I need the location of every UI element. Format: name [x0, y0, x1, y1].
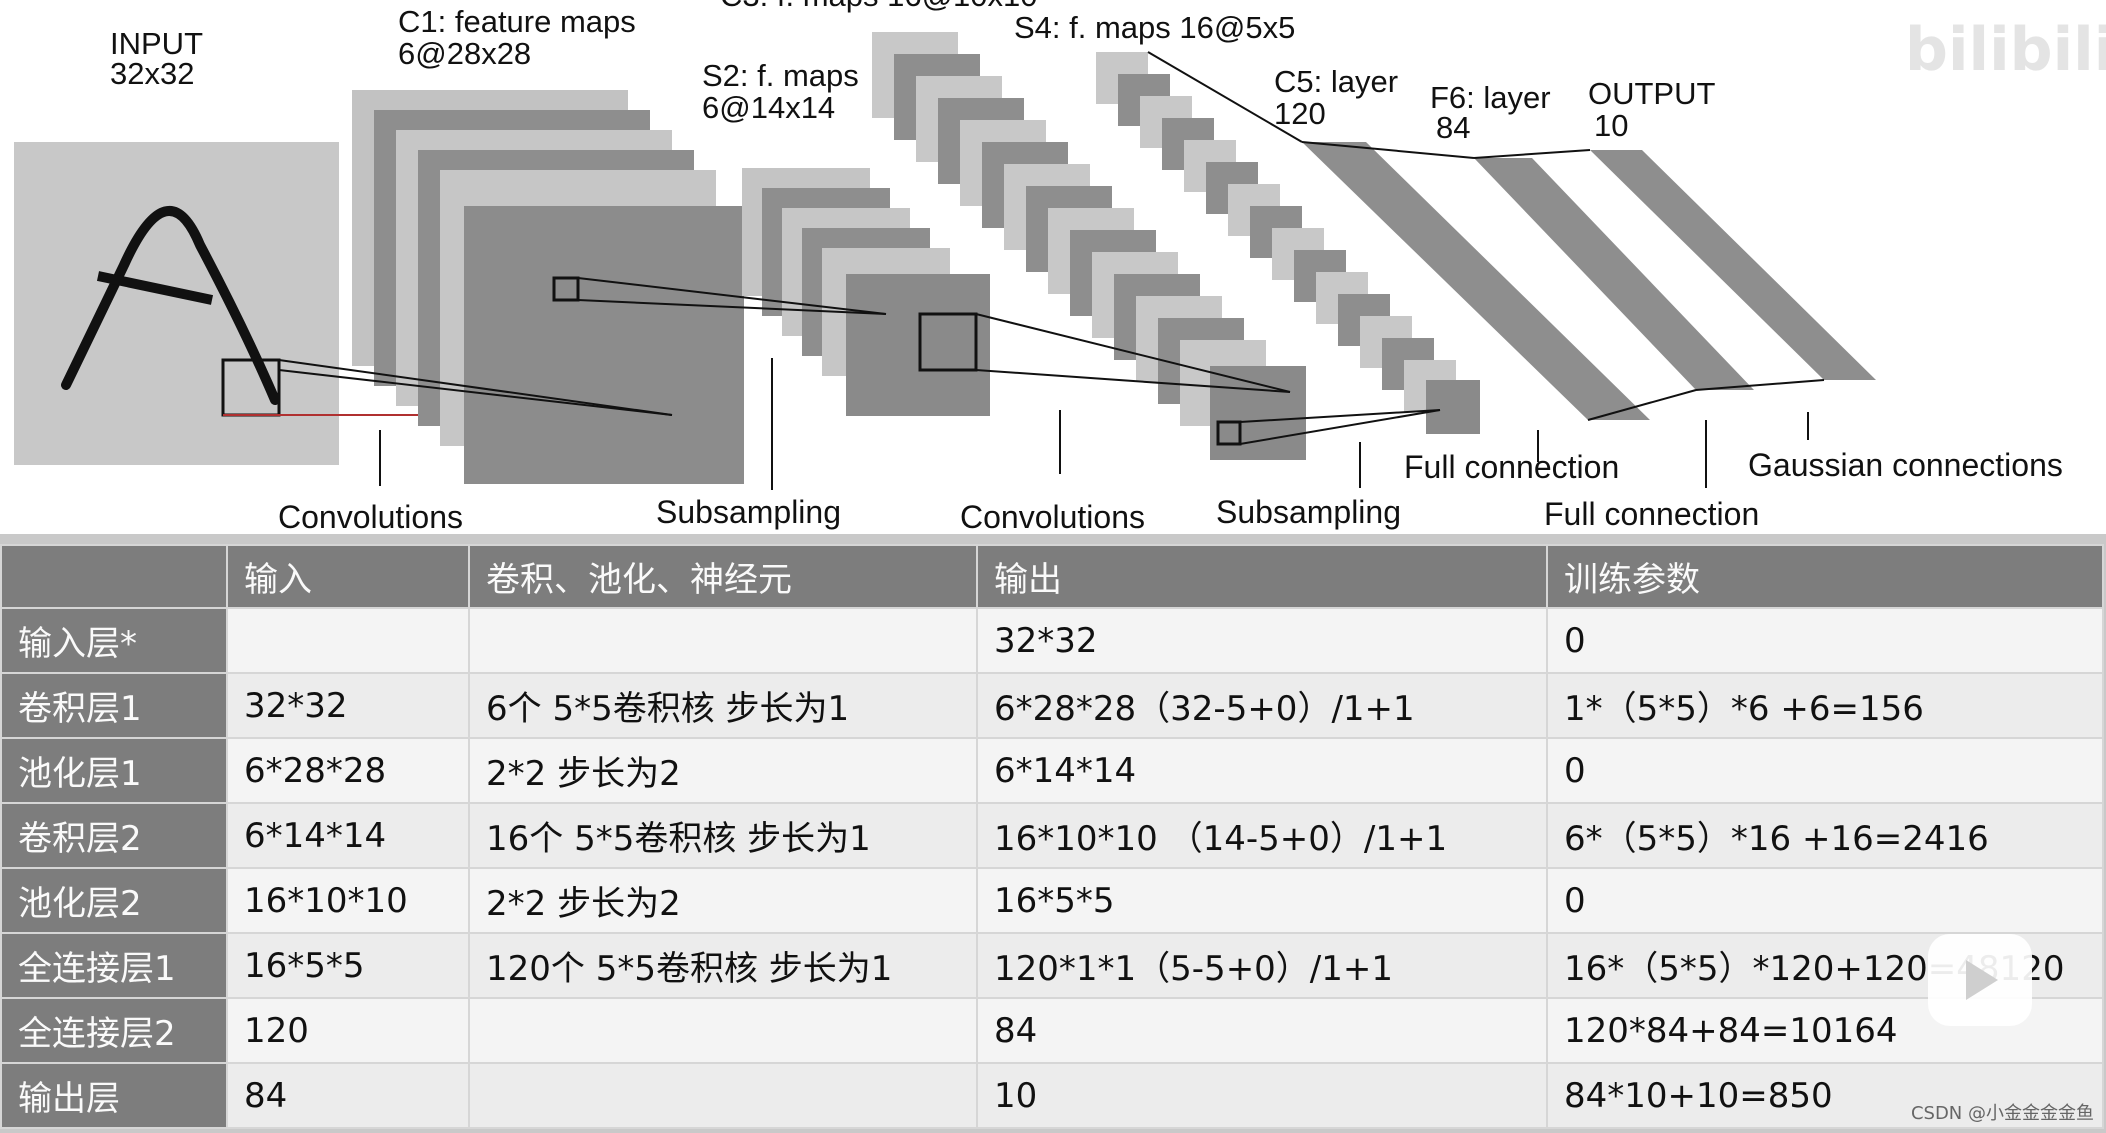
- header-input: 输入: [226, 544, 470, 609]
- c5-label-title: C5: layer: [1274, 64, 1398, 99]
- cell-input: 6*28*28: [226, 737, 470, 804]
- row-layer-name: 卷积层1: [0, 672, 228, 739]
- op-label-convolutions-2: Convolutions: [960, 499, 1145, 535]
- bilibili-watermark: bilibili: [1905, 15, 2106, 85]
- row-layer-name: 输入层*: [0, 607, 228, 674]
- cell-input: 84: [226, 1062, 470, 1129]
- cell-operation: 2*2 步长为2: [468, 737, 978, 804]
- c5-layer-bar: [1302, 142, 1650, 420]
- cell-operation: 6个 5*5卷积核 步长为1: [468, 672, 978, 739]
- c3-label: C3: f. maps 16@10x10: [720, 0, 1038, 13]
- input-label-size: 32x32: [110, 56, 194, 91]
- cell-operation: 16个 5*5卷积核 步长为1: [468, 802, 978, 869]
- row-layer-name: 全连接层1: [0, 932, 228, 999]
- cell-output: 16*5*5: [976, 867, 1548, 934]
- op-label-subsampling-2: Subsampling: [1216, 494, 1401, 530]
- op-label-gaussian: Gaussian connections: [1748, 447, 2063, 483]
- fully-connected-layers: [1301, 141, 1876, 421]
- op-label-full-connection-1: Full connection: [1404, 449, 1619, 485]
- row-layer-name: 全连接层2: [0, 997, 228, 1064]
- cell-params: 0: [1546, 867, 2104, 934]
- op-label-convolutions-1: Convolutions: [278, 499, 463, 535]
- cell-output: 84: [976, 997, 1548, 1064]
- table-row: 卷积层2 6*14*14 16个 5*5卷积核 步长为1 16*10*10 （1…: [0, 802, 2104, 869]
- cell-output: 120*1*1（5-5+0）/1+1: [976, 932, 1548, 999]
- cell-operation: [468, 997, 978, 1064]
- cell-input: 6*14*14: [226, 802, 470, 869]
- header-operation: 卷积、池化、神经元: [468, 544, 978, 609]
- lenet5-architecture-diagram: bilibili INPUT 32x32 C1: feature maps 6@…: [14, 0, 2106, 535]
- cell-output: 16*10*10 （14-5+0）/1+1: [976, 802, 1548, 869]
- row-layer-name: 卷积层2: [0, 802, 228, 869]
- c5-label-size: 120: [1274, 96, 1326, 131]
- s2-feature-maps: [742, 168, 990, 416]
- table-row: 全连接层1 16*5*5 120个 5*5卷积核 步长为1 120*1*1（5-…: [0, 932, 2104, 999]
- cell-operation: 2*2 步长为2: [468, 867, 978, 934]
- table-header-row: 输入 卷积、池化、神经元 输出 训练参数: [0, 544, 2104, 609]
- operation-ticks: [379, 358, 1809, 490]
- header-corner: [0, 544, 228, 609]
- cell-operation: 120个 5*5卷积核 步长为1: [468, 932, 978, 999]
- cell-input: [226, 607, 470, 674]
- cell-input: 16*5*5: [226, 932, 470, 999]
- cell-params: 1*（5*5）*6 +6=156: [1546, 672, 2104, 739]
- video-play-icon[interactable]: [1928, 934, 2032, 1026]
- play-triangle-icon: [1966, 960, 1998, 1000]
- f6-layer-bar: [1474, 158, 1754, 390]
- table-row: 池化层1 6*28*28 2*2 步长为2 6*14*14 0: [0, 737, 2104, 804]
- f6-label-size: 84: [1436, 110, 1470, 145]
- s2-label-size: 6@14x14: [702, 90, 835, 125]
- cell-input: 120: [226, 997, 470, 1064]
- header-params: 训练参数: [1546, 544, 2104, 609]
- row-layer-name: 池化层1: [0, 737, 228, 804]
- output-layer-bar: [1590, 150, 1876, 380]
- row-layer-name: 输出层: [0, 1062, 228, 1129]
- projection-lines: [278, 51, 1441, 445]
- cell-output: 6*28*28（32-5+0）/1+1: [976, 672, 1548, 739]
- input-image: [14, 142, 672, 465]
- cell-params: 84*10+10=850: [1546, 1062, 2104, 1129]
- s4-feature-maps: [1096, 52, 1480, 434]
- cell-output: 6*14*14: [976, 737, 1548, 804]
- cell-output: 10: [976, 1062, 1548, 1129]
- s2-label-title: S2: f. maps: [702, 58, 859, 93]
- c1-label-size: 6@28x28: [398, 36, 531, 71]
- f6-label-title: F6: layer: [1430, 80, 1551, 115]
- header-output: 输出: [976, 544, 1548, 609]
- c1-feature-maps: [352, 90, 744, 484]
- layer-summary-table: 输入 卷积、池化、神经元 输出 训练参数 输入层* 32*32 0 卷积层1 3…: [0, 544, 2104, 1129]
- cell-operation: [468, 1062, 978, 1129]
- input-label-title: INPUT: [110, 26, 203, 61]
- cell-params: 6*（5*5）*16 +16=2416: [1546, 802, 2104, 869]
- output-label-size: 10: [1594, 108, 1628, 143]
- cell-operation: [468, 607, 978, 674]
- layer-summary-table-panel: 输入 卷积、池化、神经元 输出 训练参数 输入层* 32*32 0 卷积层1 3…: [0, 534, 2106, 1133]
- table-row: 池化层2 16*10*10 2*2 步长为2 16*5*5 0: [0, 867, 2104, 934]
- table-row: 输入层* 32*32 0: [0, 607, 2104, 674]
- s4-label: S4: f. maps 16@5x5: [1014, 10, 1295, 45]
- cell-output: 32*32: [976, 607, 1548, 674]
- c1-label-title: C1: feature maps: [398, 4, 636, 39]
- table-row: 全连接层2 120 84 120*84+84=10164: [0, 997, 2104, 1064]
- cell-input: 16*10*10: [226, 867, 470, 934]
- op-label-full-connection-2: Full connection: [1544, 496, 1759, 532]
- cell-params: 0: [1546, 607, 2104, 674]
- output-label-title: OUTPUT: [1588, 76, 1716, 111]
- table-row: 输出层 84 10 84*10+10=850: [0, 1062, 2104, 1129]
- cell-params: 0: [1546, 737, 2104, 804]
- csdn-credit: CSDN @小金金金金鱼: [1910, 1103, 2094, 1124]
- cell-input: 32*32: [226, 672, 470, 739]
- op-label-subsampling-1: Subsampling: [656, 494, 841, 530]
- table-row: 卷积层1 32*32 6个 5*5卷积核 步长为1 6*28*28（32-5+0…: [0, 672, 2104, 739]
- row-layer-name: 池化层2: [0, 867, 228, 934]
